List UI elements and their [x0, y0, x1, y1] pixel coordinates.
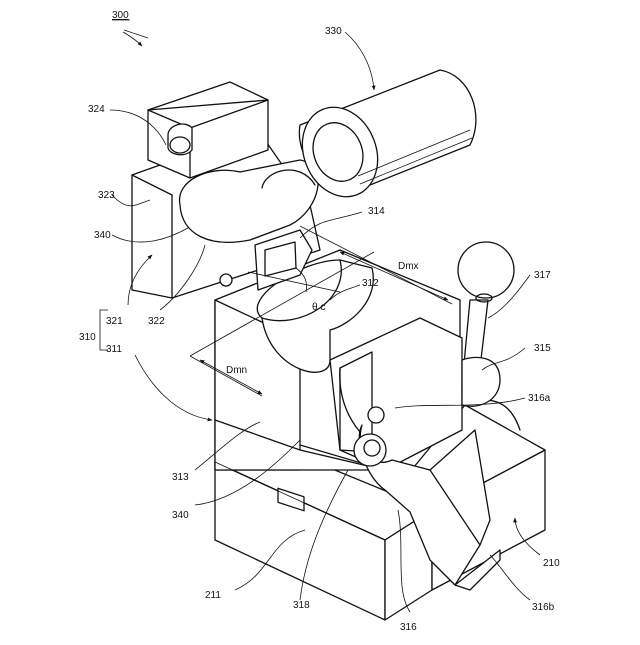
label-dmx: Dmx: [398, 261, 419, 272]
label-315: 315: [534, 343, 551, 354]
label-dmn: Dmn: [226, 365, 247, 376]
label-324: 324: [88, 104, 105, 115]
label-322: 322: [148, 316, 165, 327]
label-316a: 316a: [528, 393, 551, 404]
figure-number-label: 300: [112, 10, 129, 21]
label-340-top: 340: [94, 230, 111, 241]
label-316b: 316b: [532, 602, 555, 613]
label-323: 323: [98, 190, 115, 201]
label-330: 330: [325, 26, 342, 37]
label-311: 311: [106, 344, 122, 355]
label-321: 321: [106, 316, 123, 327]
shaft-315: [462, 357, 500, 406]
label-theta-c: θ c: [312, 302, 325, 313]
label-317: 317: [534, 270, 551, 281]
label-211: 211: [205, 590, 221, 601]
label-210: 210: [543, 558, 560, 569]
label-340-bottom: 340: [172, 510, 189, 521]
label-312: 312: [362, 278, 379, 289]
label-318: 318: [293, 600, 310, 611]
label-316: 316: [400, 622, 417, 633]
label-314: 314: [368, 206, 385, 217]
label-310: 310: [79, 332, 96, 343]
label-313: 313: [172, 472, 189, 483]
